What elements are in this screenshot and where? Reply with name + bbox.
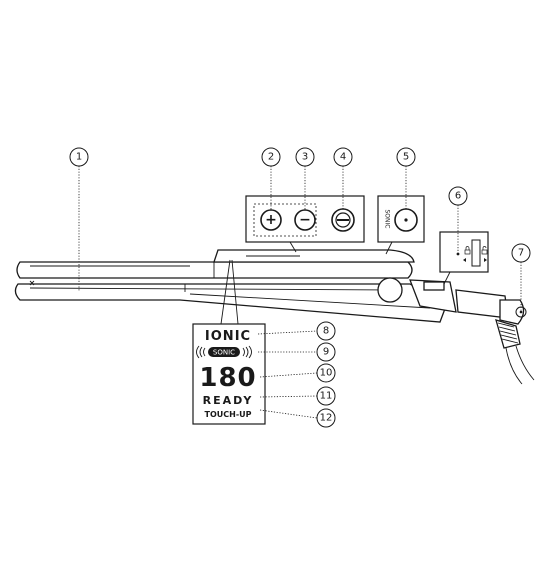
power-button[interactable] (331, 208, 355, 232)
callout-5: 5 (396, 147, 416, 167)
svg-text:9: 9 (323, 347, 329, 358)
svg-text:10: 10 (320, 368, 333, 379)
display-ready: READY (203, 394, 254, 407)
arrow-right-icon (484, 258, 487, 262)
svg-text:4: 4 (340, 152, 346, 163)
sonic-button[interactable] (394, 208, 418, 232)
display-temperature: 180 (199, 363, 256, 393)
temperature-buttons: + − (245, 195, 365, 253)
temperature-up-button[interactable]: + (260, 209, 282, 231)
plus-icon: + (265, 212, 277, 228)
callout-12: 12 (316, 408, 336, 428)
callout-2: 2 (261, 147, 281, 167)
svg-text:6: 6 (455, 191, 461, 202)
svg-text:5: 5 (403, 152, 409, 163)
lcd-display-inset: IONIC SONIC 180 READY TOUCH-UP (192, 259, 266, 425)
callout-11: 11 (316, 386, 336, 406)
svg-text:12: 12 (320, 413, 333, 424)
display-sonic: SONIC (196, 345, 252, 359)
lock-switch-inset (439, 231, 489, 285)
cord-strain-relief-ridges (497, 322, 519, 344)
callout-9: 9 (316, 342, 336, 362)
sound-waves-right-icon (242, 345, 252, 359)
lock-closed-icon (464, 246, 471, 255)
sonic-button-panel: SONIC (377, 195, 425, 255)
sound-waves-left-icon (196, 345, 206, 359)
arrow-left-icon (463, 258, 466, 262)
svg-text:11: 11 (320, 391, 333, 402)
svg-text:8: 8 (323, 326, 329, 337)
callout-10: 10 (316, 363, 336, 383)
display-sonic-text: SONIC (213, 349, 235, 357)
callout-1: 1 (69, 147, 89, 167)
display-touch-up: TOUCH-UP (205, 410, 252, 419)
straightener-body (14, 249, 535, 385)
temperature-down-button[interactable]: − (294, 209, 316, 231)
sonic-button-label: SONIC (384, 210, 391, 229)
svg-text:2: 2 (268, 152, 274, 163)
callout-6: 6 (448, 186, 468, 206)
svg-text:1: 1 (76, 152, 82, 163)
callout-7: 7 (511, 243, 531, 263)
lock-open-icon (481, 246, 488, 255)
svg-text:7: 7 (518, 248, 524, 259)
callout-4: 4 (333, 147, 353, 167)
callout-3: 3 (295, 147, 315, 167)
display-ionic: IONIC (205, 329, 251, 344)
minus-icon: − (299, 212, 311, 228)
leader-lines (78, 166, 527, 419)
callout-markers: 1 2 3 4 5 6 7 8 (69, 147, 531, 428)
callout-8: 8 (316, 321, 336, 341)
svg-text:3: 3 (302, 152, 308, 163)
